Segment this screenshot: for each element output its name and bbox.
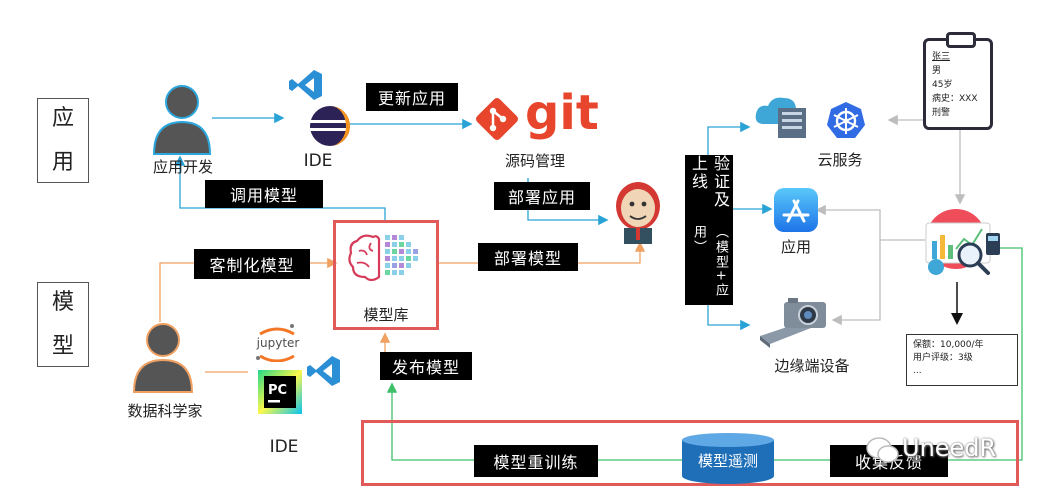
app-label: 应用 (780, 238, 811, 256)
brain-icon (348, 234, 418, 282)
app-section-label: 应 用 (37, 98, 89, 183)
result-rating: 用户评级：3级 (913, 353, 973, 363)
profile-lines: 张三 男 45岁 病史：XXX 刑警 (932, 50, 978, 120)
jupyter-icon (256, 324, 295, 362)
result-note: 保额：10,000/年 用户评级：3级 ... (906, 334, 1018, 386)
vscode-icon (307, 356, 340, 386)
edge-device-icon (760, 298, 826, 348)
result-coverage: 保额：10,000/年 (913, 340, 984, 350)
app-dev-label: 应用开发 (152, 158, 213, 176)
data-scientist-label: 数据科学家 (127, 402, 203, 420)
git-wordmark: git (525, 85, 599, 141)
app-store-icon (774, 188, 818, 232)
call-model-label: 调用模型 (205, 180, 323, 208)
custom-model-label: 客制化模型 (194, 249, 310, 279)
profile-gender: 男 (932, 66, 942, 76)
retrain-label: 模型重训练 (474, 445, 598, 477)
cloud-service-label: 云服务 (817, 151, 863, 169)
feedback-loop-highlight (361, 420, 1019, 486)
jupyter-label: jupyter (256, 336, 300, 350)
jenkins-icon (616, 182, 660, 244)
data-scientist-person-icon (132, 323, 194, 393)
ide-top-label: IDE (303, 151, 333, 171)
profile-job: 刑警 (932, 108, 951, 118)
vscode-icon (289, 70, 322, 100)
model-label-char: 型 (51, 333, 74, 359)
kubernetes-icon (827, 102, 865, 138)
model-section-label: 模 型 (37, 282, 89, 367)
git-logo-icon (476, 98, 518, 140)
app-label-char: 用 (51, 149, 74, 175)
developer-person-icon (152, 85, 212, 155)
app-label-char: 应 (51, 105, 74, 131)
verify-online-label: 验证及上线 (689, 155, 730, 209)
profile-name: 张三 (932, 52, 951, 62)
source-mgmt-label: 源码管理 (504, 152, 565, 170)
deploy-model-label: 部署模型 (478, 243, 578, 271)
monitor-label: 模型遥测 (697, 452, 758, 470)
result-more: ... (913, 366, 922, 376)
ide-bottom-label: IDE (269, 437, 299, 457)
analytics-icon (925, 209, 1000, 275)
profile-clipboard: 张三 男 45岁 病史：XXX 刑警 (923, 32, 993, 130)
database-icon (682, 433, 774, 484)
verify-online-sub: （模型+应用） (691, 224, 728, 298)
svg-text:PC: PC (268, 383, 287, 398)
model-label-char: 模 (51, 289, 74, 315)
verify-online-block: 验证及上线 （模型+应用） (685, 155, 733, 305)
cloud-server-icon (755, 97, 806, 138)
edge-device-label: 边缘端设备 (774, 357, 850, 375)
model-repo-highlight (333, 220, 439, 330)
profile-age: 45岁 (932, 80, 953, 90)
wechat-icon (866, 437, 899, 463)
update-app-label: 更新应用 (366, 83, 458, 111)
watermark-text: UneedR (902, 434, 997, 462)
pycharm-icon: PC (258, 370, 302, 414)
deploy-app-label: 部署应用 (494, 182, 590, 210)
profile-history: 病史：XXX (932, 94, 978, 104)
eclipse-icon (310, 106, 350, 146)
publish-model-label: 发布模型 (380, 352, 472, 380)
model-repo-label: 模型库 (363, 306, 409, 324)
clip-icon (946, 32, 976, 48)
